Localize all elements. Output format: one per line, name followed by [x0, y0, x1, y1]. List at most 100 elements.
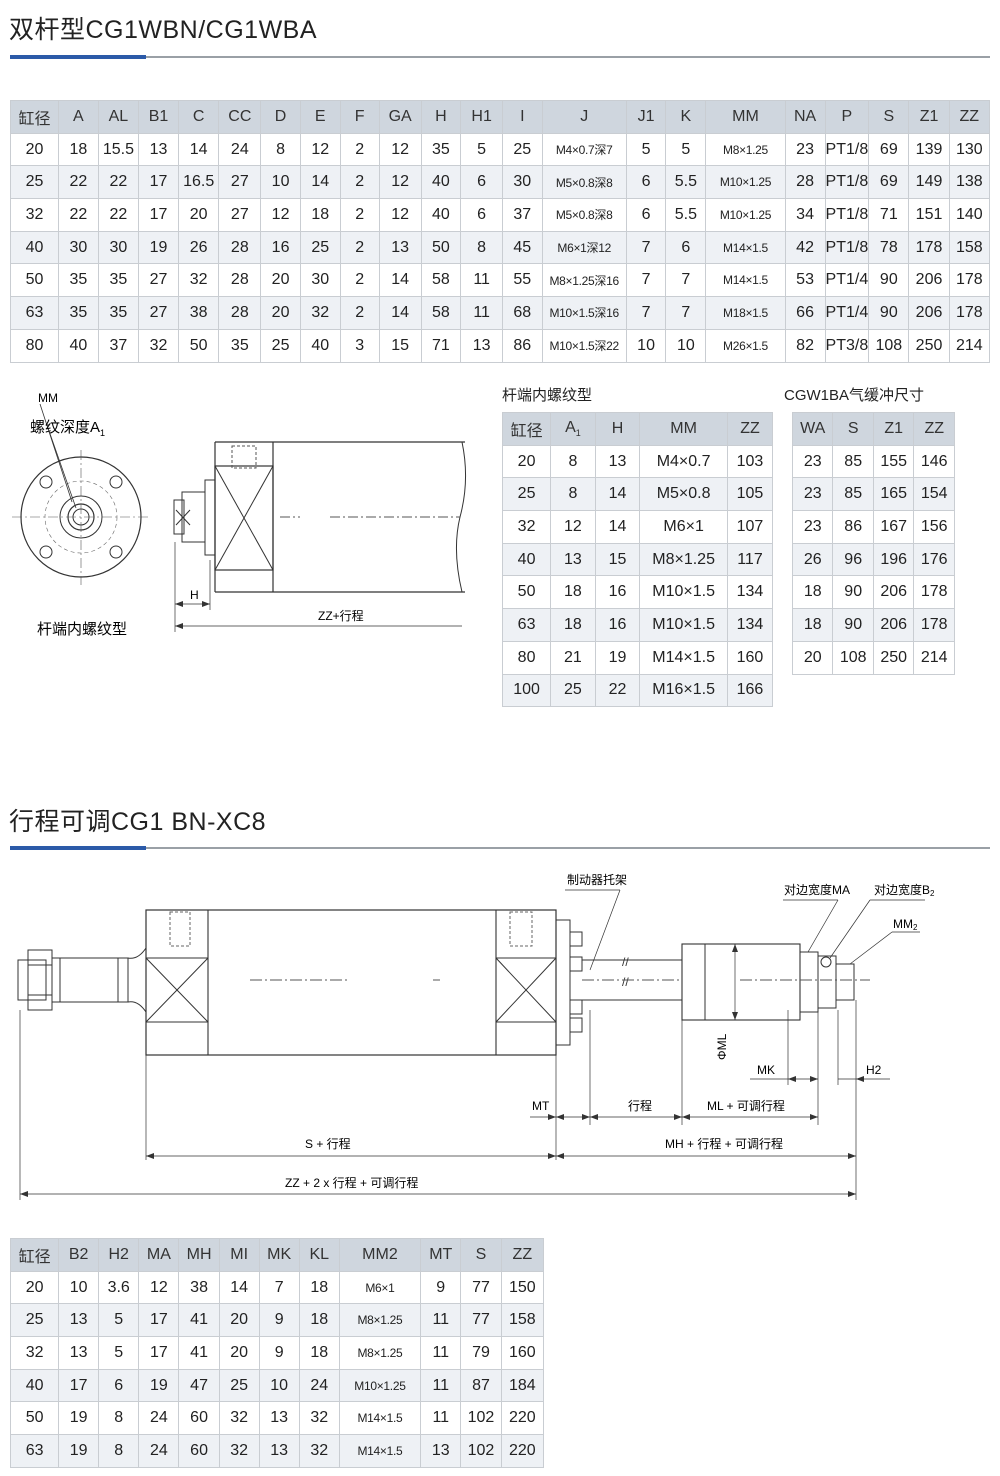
- thread-depth-label: 螺纹深度A: [30, 419, 100, 436]
- table-cell: 11: [420, 1368, 462, 1403]
- table-cell: M6×1深12: [541, 230, 627, 265]
- bracket-label: 制动器托架: [567, 873, 627, 887]
- table-cell: 5.5: [665, 198, 707, 232]
- table-cell: 206: [908, 263, 950, 298]
- table-cell: 18: [298, 1303, 340, 1338]
- table-cell: 20: [218, 1303, 260, 1338]
- table-cell: 160: [500, 1336, 545, 1370]
- table-cell: 82: [784, 328, 826, 363]
- table-cell: 11: [460, 263, 503, 298]
- table-cell: 32: [9, 1336, 60, 1370]
- table-cell: 196: [872, 542, 915, 577]
- column-header: MH: [178, 1238, 220, 1272]
- table-cell: 85: [832, 477, 874, 512]
- table-cell: 12: [138, 1270, 180, 1305]
- column-header: CC: [218, 100, 262, 134]
- table-cell: 63: [9, 1434, 60, 1468]
- table-cell: 14: [299, 165, 341, 200]
- table-cell: PT1/8: [824, 132, 870, 167]
- mount-hole: [39, 475, 53, 489]
- table-cell: 78: [868, 230, 910, 265]
- section2-title: 行程可调CG1 BN-XC8: [9, 808, 267, 836]
- table-cell: M4×0.7: [639, 444, 728, 479]
- table-cell: M14×1.5: [705, 230, 786, 265]
- table-cell: 35: [218, 328, 262, 363]
- table-cell: 22: [97, 165, 140, 200]
- mm-label: MM: [38, 391, 58, 405]
- table-cell: 19: [138, 230, 179, 265]
- table-cell: 8: [260, 132, 301, 167]
- table-cell: 23: [784, 132, 826, 167]
- table-cell: 15: [594, 542, 641, 577]
- table-cell: 90: [868, 263, 910, 298]
- table-cell: 206: [872, 575, 915, 610]
- table-cell: M10×1.5: [639, 608, 728, 642]
- table-cell: 12: [299, 132, 341, 167]
- table-cell: 85: [832, 444, 874, 479]
- table-cell: 79: [460, 1336, 502, 1370]
- zz-stroke-label: ZZ+行程: [318, 608, 364, 623]
- table-cell: 12: [378, 165, 422, 200]
- table-cell: 28: [218, 296, 262, 330]
- table-cell: 32: [177, 263, 220, 298]
- table-cell: 32: [299, 296, 341, 330]
- table-cell: 25: [550, 673, 596, 708]
- table-cell: M10×1.25: [705, 198, 786, 232]
- rod-end-drawing: MM 螺纹深度A1 H ZZ+行程 杆端内螺纹型: [12, 391, 467, 638]
- table-cell: 18: [550, 608, 596, 642]
- table-cell: 11: [460, 296, 503, 330]
- column-header: K: [665, 100, 707, 134]
- table-cell: 16: [594, 575, 641, 610]
- table-cell: 6: [98, 1368, 140, 1403]
- table-cell: 178: [913, 575, 955, 610]
- table-cell: 10: [625, 328, 667, 363]
- table-cell: 10: [260, 165, 301, 200]
- table-cell: 28: [218, 230, 262, 265]
- table-cell: 90: [868, 296, 910, 330]
- table-cell: 50: [420, 230, 462, 265]
- table-cell: 35: [58, 263, 99, 298]
- table-cell: 12: [378, 198, 422, 232]
- table-cell: 17: [138, 165, 179, 200]
- column-header: MM: [639, 412, 728, 446]
- table-cell: 134: [726, 575, 774, 610]
- table-cell: 30: [299, 263, 341, 298]
- table-cell: 50: [501, 575, 552, 610]
- table-cell: 7: [625, 263, 667, 298]
- table-cell: 80: [9, 328, 60, 363]
- table-cell: 25: [218, 1368, 260, 1403]
- table-cell: 32: [218, 1434, 260, 1468]
- table-cell: 250: [872, 640, 915, 675]
- table-cell: 23: [791, 477, 834, 512]
- table-cell: 3: [339, 328, 380, 363]
- table-cell: 13: [378, 230, 422, 265]
- table-cell: 5: [460, 132, 503, 167]
- table-cell: 32: [501, 510, 552, 544]
- table-cell: 9: [420, 1270, 462, 1305]
- table-cell: 25: [9, 165, 60, 200]
- table-cell: 108: [868, 328, 910, 363]
- column-header: ZZ: [913, 412, 955, 446]
- svg-text://: //: [622, 955, 629, 969]
- table-cell: 53: [784, 263, 826, 298]
- table-cell: 19: [594, 640, 641, 675]
- column-header: AL: [97, 100, 140, 134]
- table-cell: 220: [500, 1401, 545, 1436]
- table-cell: 105: [726, 477, 774, 512]
- adjustable-stroke-drawing: // // 制动器托架 对边宽度MA 对边宽度B2 MM2 ΦML MK H2 …: [17, 873, 935, 1200]
- table-cell: 151: [908, 198, 950, 232]
- rod-table-title: 杆端内螺纹型: [502, 387, 593, 404]
- column-header: Z1: [872, 412, 915, 446]
- column-header: MM: [705, 100, 786, 134]
- table-cell: 11: [420, 1336, 462, 1370]
- column-header: S: [460, 1238, 502, 1272]
- table-cell: 117: [726, 542, 774, 577]
- table-cell: 20: [791, 640, 834, 675]
- table-cell: 23: [791, 444, 834, 479]
- table-cell: M4×0.7深7: [541, 132, 627, 167]
